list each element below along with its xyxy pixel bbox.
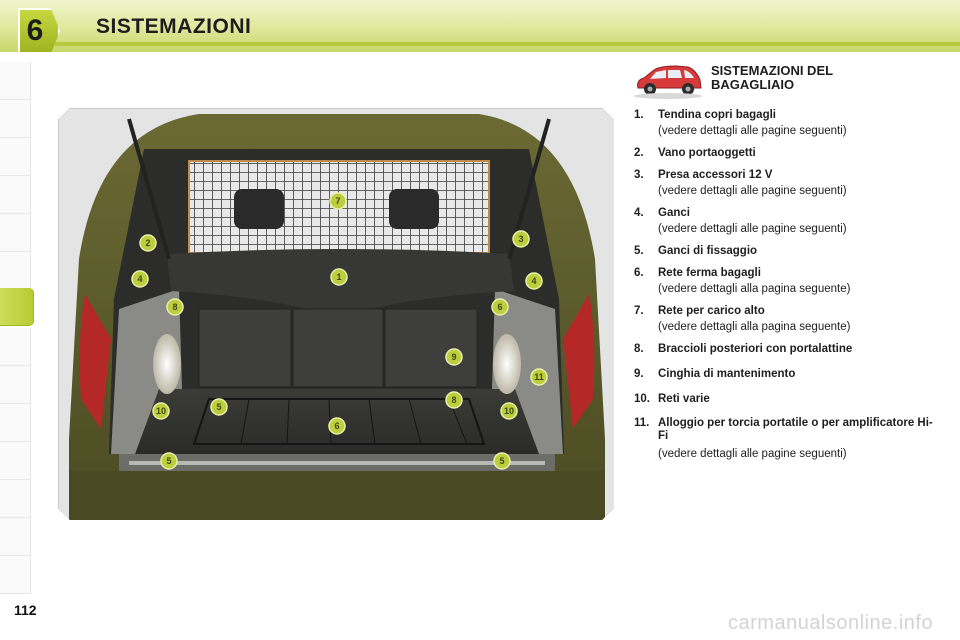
chapter-number: 6 <box>26 14 44 47</box>
svg-text:10: 10 <box>156 406 166 416</box>
list-item: 10. Reti varie <box>634 392 934 407</box>
list-item: 8. Braccioli posteriori con portalattine <box>634 342 934 357</box>
item-number: 7. <box>634 305 644 317</box>
chapter-tab[interactable] <box>0 62 31 100</box>
svg-text:4: 4 <box>137 274 142 284</box>
chapter-tab[interactable] <box>0 252 31 290</box>
item-number: 8. <box>634 343 644 355</box>
watermark: carmanualsonline.info <box>728 612 934 634</box>
marker-3: 3 <box>512 230 530 248</box>
chapter-tab[interactable] <box>0 100 31 138</box>
item-title: Tendina copri bagagli <box>658 109 776 121</box>
svg-text:9: 9 <box>451 352 456 362</box>
chapter-tab[interactable] <box>0 366 31 404</box>
item-title: Presa accessori 12 V <box>658 169 773 181</box>
trunk-drawing: 1 2 3 4 4 5 5 5 6 6 7 8 8 9 9 10 10 11 <box>59 109 614 520</box>
svg-text:7: 7 <box>335 196 340 206</box>
trunk-illustration: 1 2 3 4 4 5 5 5 6 6 7 8 8 9 9 10 10 11 <box>58 108 614 520</box>
item-number: 1. <box>634 109 644 121</box>
svg-text:2: 2 <box>145 238 150 248</box>
item-title: Alloggio per torcia portatile o per ampl… <box>658 417 933 442</box>
chapter-tab[interactable] <box>0 442 31 480</box>
svg-text:10: 10 <box>504 406 514 416</box>
marker-10-left: 10 <box>152 402 170 420</box>
item-number: 11. <box>634 417 650 429</box>
page-number: 112 <box>14 602 37 618</box>
chapter-tab[interactable] <box>0 404 31 442</box>
item-number: 3. <box>634 169 644 181</box>
item-detail: (vedere dettagli alle pagine seguenti) <box>658 223 847 235</box>
marker-8-left: 8 <box>166 298 184 316</box>
item-number: 6. <box>634 267 644 279</box>
item-detail: (vedere dettagli alla pagina seguente) <box>658 321 851 333</box>
item-title: Rete per carico alto <box>658 305 765 317</box>
item-title: Ganci <box>658 207 690 219</box>
svg-text:5: 5 <box>216 402 221 412</box>
marker-5-right: 5 <box>493 452 511 470</box>
marker-6-side: 6 <box>491 298 509 316</box>
item-detail: (vedere dettagli alle pagine seguenti) <box>658 448 847 460</box>
list-item: 5. Ganci di fissaggio <box>634 244 934 259</box>
car-icon <box>632 62 704 100</box>
list-item: 2. Vano portaoggetti <box>634 146 934 161</box>
page-title: SISTEMAZIONI <box>96 15 252 38</box>
items-list: 1. Tendina copri bagagli (vedere dettagli… <box>634 108 934 462</box>
svg-text:8: 8 <box>172 302 177 312</box>
svg-text:11: 11 <box>534 372 544 382</box>
marker-6-floor: 6 <box>328 417 346 435</box>
item-title: Cinghia di mantenimento <box>658 368 796 380</box>
item-detail: (vedere dettagli alle pagine seguenti) <box>658 185 847 197</box>
section-title: SISTEMAZIONI DEL BAGAGLIAIO <box>711 63 833 92</box>
list-item: 4. Ganci (vedere dettagli alle pagine seg… <box>634 206 934 237</box>
item-detail: (vedere dettagli alle pagine seguenti) <box>658 125 847 137</box>
marker-5-center: 5 <box>210 398 228 416</box>
marker-9-upper: 9 <box>445 348 463 366</box>
list-item: 9. Cinghia di mantenimento <box>634 367 934 382</box>
svg-text:6: 6 <box>334 421 339 431</box>
svg-text:6: 6 <box>497 302 502 312</box>
list-item: 3. Presa accessori 12 V (vedere dettagli … <box>634 168 934 199</box>
list-item: 1. Tendina copri bagagli (vedere dettagli… <box>634 108 934 139</box>
item-number: 2. <box>634 147 644 159</box>
header-rule <box>55 42 960 46</box>
svg-text:8: 8 <box>451 395 456 405</box>
svg-text:5: 5 <box>166 456 171 466</box>
marker-4-right: 4 <box>525 272 543 290</box>
chapter-tab[interactable] <box>0 138 31 176</box>
item-title: Rete ferma bagagli <box>658 267 761 279</box>
svg-text:5: 5 <box>499 456 504 466</box>
list-item: 6. Rete ferma bagagli (vedere dettagli al… <box>634 266 934 297</box>
list-item: 7. Rete per carico alto (vedere dettagli … <box>634 304 934 335</box>
chapter-tabs <box>0 62 34 594</box>
chapter-badge: 6 <box>18 8 60 54</box>
svg-text:4: 4 <box>531 276 536 286</box>
svg-text:1: 1 <box>336 272 341 282</box>
item-title: Ganci di fissaggio <box>658 245 758 257</box>
chapter-tab[interactable] <box>0 328 31 366</box>
list-item: 11. Alloggio per torcia portatile o per a… <box>634 417 934 462</box>
chapter-tab-active[interactable] <box>0 288 34 326</box>
chapter-tab[interactable] <box>0 480 31 518</box>
marker-8-right: 8 <box>445 391 463 409</box>
chapter-tab[interactable] <box>0 518 31 556</box>
svg-text:3: 3 <box>518 234 523 244</box>
item-number: 9. <box>634 368 644 380</box>
item-title: Vano portaoggetti <box>658 147 756 159</box>
marker-11: 11 <box>530 368 548 386</box>
marker-10-right: 10 <box>500 402 518 420</box>
item-number: 10. <box>634 393 650 405</box>
marker-4-left: 4 <box>131 270 149 288</box>
item-title: Reti varie <box>658 393 710 405</box>
marker-2: 2 <box>139 234 157 252</box>
item-detail: (vedere dettagli alla pagina seguente) <box>658 283 851 295</box>
item-number: 5. <box>634 245 644 257</box>
item-title: Braccioli posteriori con portalattine <box>658 343 853 355</box>
chapter-tab[interactable] <box>0 214 31 252</box>
item-number: 4. <box>634 207 644 219</box>
chapter-tab[interactable] <box>0 176 31 214</box>
marker-5-left: 5 <box>160 452 178 470</box>
marker-7: 7 <box>329 192 347 210</box>
chapter-tab[interactable] <box>0 556 31 594</box>
marker-1: 1 <box>330 268 348 286</box>
